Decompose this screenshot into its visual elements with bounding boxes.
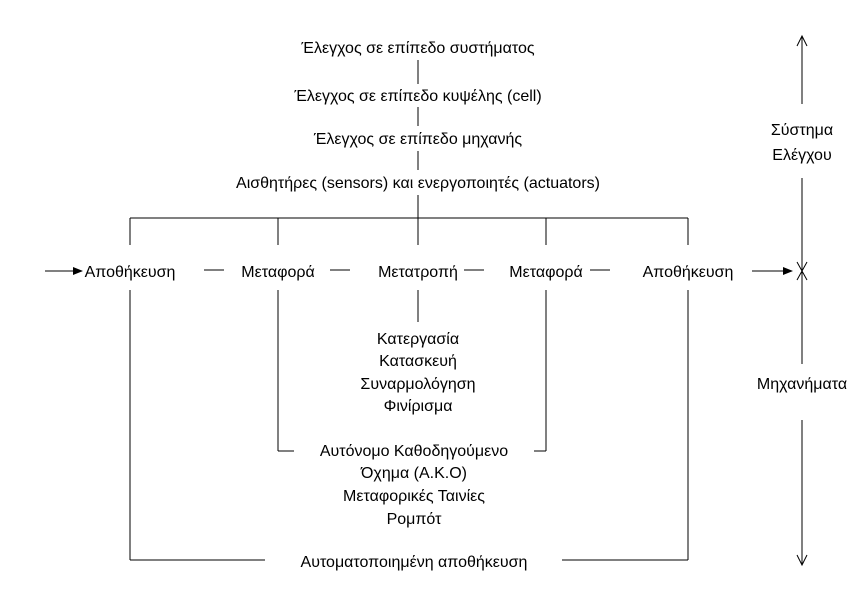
- control-level-machine: Έλεγχος σε επίπεδο μηχανής: [313, 131, 523, 148]
- transport-list: Αυτόνομο Καθοδηγούμενο Όχημα (Α.Κ.Ο) Μετ…: [320, 443, 508, 528]
- conversion-item: Κατεργασία: [377, 331, 459, 348]
- transport-item: Αυτόνομο Καθοδηγούμενο: [320, 443, 508, 460]
- transport-item: Όχημα (Α.Κ.Ο): [360, 465, 467, 482]
- transport-item: Ρομπότ: [387, 511, 443, 528]
- hierarchy-connectors: [129, 60, 689, 245]
- flow-storage-in: Αποθήκευση: [85, 264, 176, 281]
- automated-storage: Αυτοματοποιημένη αποθήκευση: [301, 554, 528, 571]
- level-axis: Σύστημα Ελέγχου Μηχανήματα: [757, 34, 847, 567]
- control-hierarchy: Έλεγχος σε επίπεδο συστήματος Έλεγχος σε…: [236, 40, 600, 192]
- flow-transport-1: Μεταφορά: [241, 264, 314, 281]
- axis-label-control-system-2: Ελέγχου: [772, 147, 831, 164]
- flow-conversion: Μετατροπή: [378, 264, 458, 281]
- control-level-sensors: Αισθητήρες (sensors) και ενεργοποιητές (…: [236, 175, 600, 192]
- axis-label-machines: Μηχανήματα: [757, 376, 847, 393]
- conversion-item: Συναρμολόγηση: [360, 376, 475, 393]
- axis-label-control-system: Σύστημα: [771, 122, 833, 139]
- control-level-system: Έλεγχος σε επίπεδο συστήματος: [300, 40, 534, 57]
- conversion-item: Κατασκευή: [379, 353, 457, 370]
- flow-storage-out: Αποθήκευση: [643, 264, 734, 281]
- conversion-item: Φινίρισμα: [384, 398, 453, 415]
- transport-item: Μεταφορικές Ταινίες: [343, 488, 485, 505]
- material-flow: Αποθήκευση Μεταφορά Μετατροπή Μεταφορά Α…: [45, 264, 793, 281]
- flow-transport-2: Μεταφορά: [509, 264, 582, 281]
- conversion-list: Κατεργασία Κατασκευή Συναρμολόγηση Φινίρ…: [360, 331, 475, 415]
- control-level-cell: Έλεγχος σε επίπεδο κυψέλης (cell): [293, 88, 541, 105]
- machine-connectors: [129, 290, 689, 561]
